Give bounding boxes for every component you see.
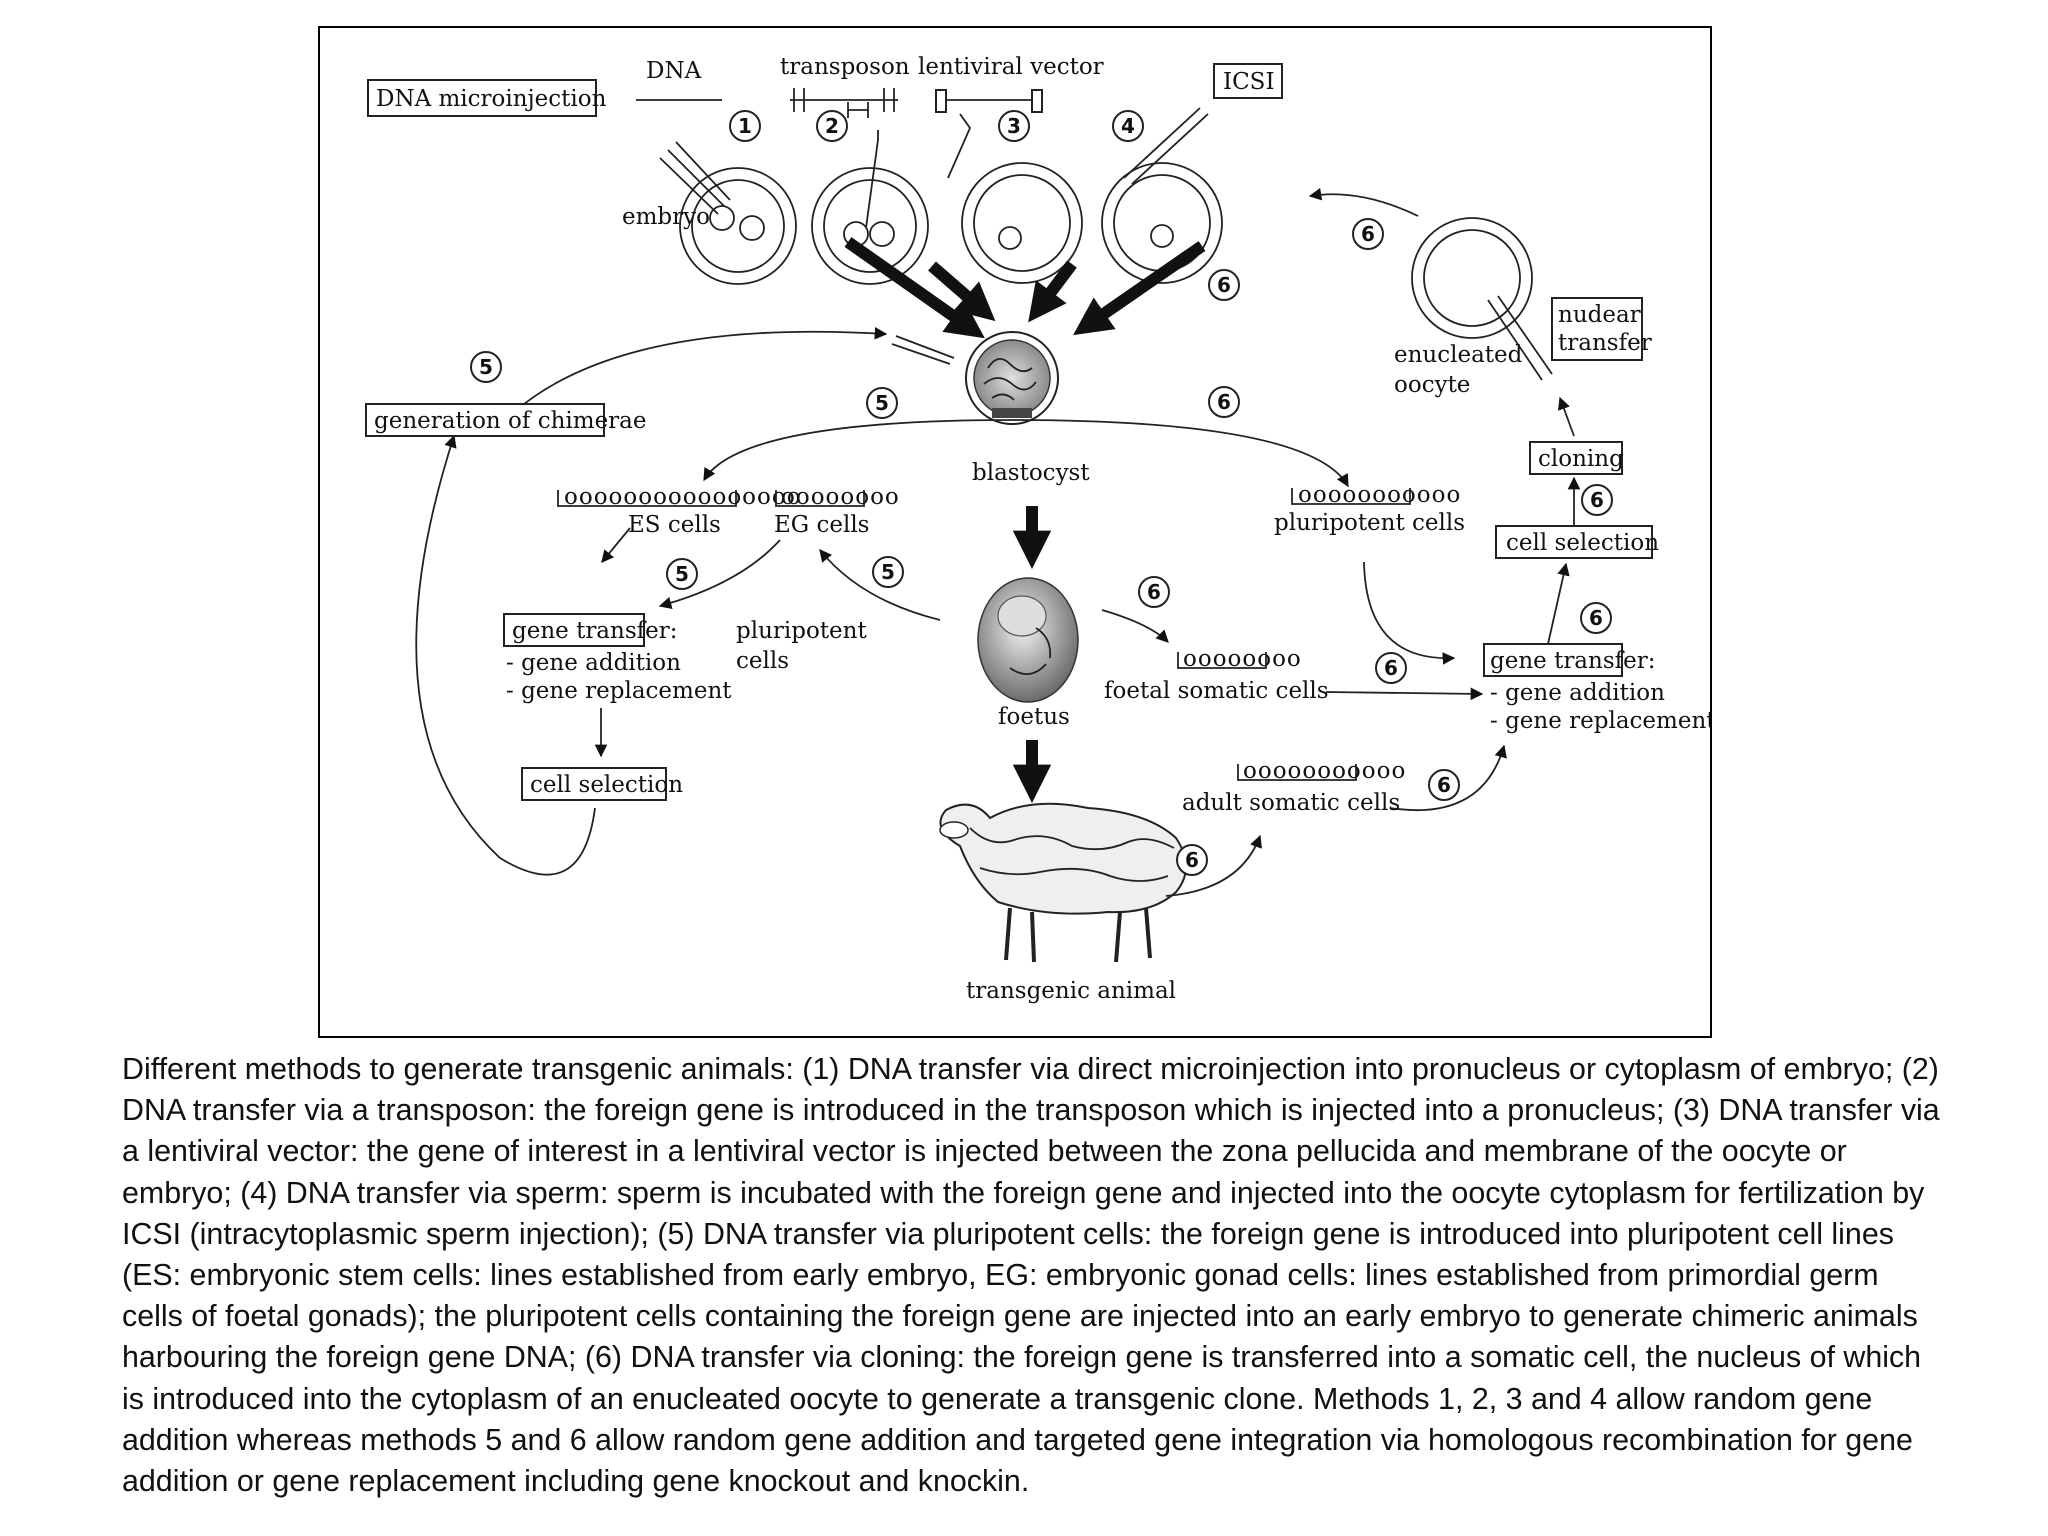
svg-text:5: 5 (675, 562, 689, 586)
svg-text:cell selection: cell selection (1506, 530, 1659, 556)
adult-somatic-cells-label: adult somatic cells (1182, 790, 1400, 816)
dna-microinjection-label: DNA microinjection (367, 79, 607, 117)
gene-transfer-left-label: gene transfer: - gene addition - gene re… (503, 613, 732, 704)
figure-caption: Different methods to generate transgenic… (122, 1052, 1940, 1499)
method-badge-5-eg: 5 (872, 556, 904, 588)
flow-arrows (415, 187, 1581, 897)
svg-text:6: 6 (1217, 273, 1231, 297)
svg-text:gene transfer:: gene transfer: (1490, 648, 1656, 674)
method-badge-6-top: 6 (1352, 218, 1384, 250)
adult-somatic-dish: ooooooooooo (1237, 758, 1406, 784)
svg-text:6: 6 (1361, 222, 1375, 246)
sheep-image (939, 802, 1187, 963)
svg-text:oooooooo: oooooooo (1183, 646, 1302, 672)
injection-pipettes (659, 102, 1553, 381)
generation-of-chimerae-label: generation of chimerae (365, 403, 647, 437)
icsi-label: ICSI (1213, 63, 1283, 99)
oocyte-label: oocyte (1394, 372, 1470, 398)
svg-text:- gene replacement: - gene replacement (506, 678, 732, 704)
es-cells-label: ES cells (628, 512, 721, 538)
embryo-2 (811, 167, 929, 285)
cloning-label: cloning (1529, 441, 1624, 475)
method-badge-5-chimerae: 5 (470, 351, 502, 383)
method-badge-1: 1 (729, 110, 761, 142)
method-badge-5-es: 5 (666, 558, 698, 590)
blastocyst-label: blastocyst (972, 460, 1090, 486)
svg-text:- gene addition: - gene addition (1490, 680, 1665, 706)
method-badge-6-selection: 6 (1580, 602, 1612, 634)
svg-text:ICSI: ICSI (1223, 69, 1275, 95)
transgenic-animal-label: transgenic animal (966, 978, 1176, 1004)
foetal-somatic-cells-label: foetal somatic cells (1104, 678, 1329, 704)
svg-text:5: 5 (479, 355, 493, 379)
svg-text:6: 6 (1185, 848, 1199, 872)
transposon-label: transposon (780, 54, 910, 80)
svg-text:oooooooooooooooo: oooooooooooooooo (564, 484, 802, 510)
svg-text:oooooooo: oooooooo (781, 484, 900, 510)
pluripotent-left-label-2: cells (736, 648, 789, 674)
enucleated-oocyte (1411, 217, 1533, 339)
foetus-image (977, 577, 1079, 703)
embryo-1 (679, 167, 797, 285)
svg-text:- gene addition: - gene addition (506, 650, 681, 676)
thick-arrows-to-blastocyst (844, 237, 1206, 804)
foetus-label: foetus (998, 704, 1070, 730)
diagram-canvas: oooooooooooooooo oooooooo ooooooooooo oo… (365, 54, 1710, 1004)
svg-text:2: 2 (825, 114, 839, 138)
svg-text:ooooooooooo: ooooooooooo (1243, 758, 1406, 784)
svg-text:6: 6 (1147, 580, 1161, 604)
oocyte-clone (1101, 162, 1223, 284)
pluripotent-cells-right-label: pluripotent cells (1274, 510, 1465, 536)
cell-selection-left-label: cell selection (521, 767, 683, 801)
svg-text:- gene replacement: - gene replacement (1490, 708, 1710, 734)
blastocyst-image (965, 331, 1059, 425)
svg-text:6: 6 (1437, 773, 1451, 797)
pluripotent-left-label: pluripotent (736, 618, 867, 644)
svg-text:generation of chimerae: generation of chimerae (374, 408, 647, 434)
method-badge-3: 3 (998, 110, 1030, 142)
method-badge-6-adult: 6 (1428, 769, 1460, 801)
lentiviral-construct-icon (935, 89, 1043, 113)
svg-text:5: 5 (875, 391, 889, 415)
oocyte-icsi (961, 162, 1083, 284)
embryo-label: embryo (622, 204, 710, 230)
gene-transfer-right-label: gene transfer: - gene addition - gene re… (1483, 643, 1710, 734)
svg-text:4: 4 (1121, 114, 1135, 138)
svg-text:6: 6 (1589, 606, 1603, 630)
svg-text:DNA microinjection: DNA microinjection (376, 86, 607, 112)
svg-text:1: 1 (738, 114, 752, 138)
method-badge-6-foetus: 6 (1138, 576, 1170, 608)
es-cells-dish: oooooooooooooooo (557, 484, 802, 510)
svg-text:nudear: nudear (1558, 302, 1641, 328)
method-badge-6-animal: 6 (1176, 844, 1208, 876)
method-badge-6-cloning: 6 (1581, 484, 1613, 516)
svg-text:cloning: cloning (1538, 446, 1624, 472)
eg-cells-label: EG cells (774, 512, 869, 538)
dna-label: DNA (646, 58, 702, 84)
method-badge-5-blastocyst: 5 (866, 387, 898, 419)
svg-text:cell selection: cell selection (530, 772, 683, 798)
enucleated-label: enucleated (1394, 342, 1523, 368)
pluripotent-cells-dish: ooooooooooo (1291, 482, 1461, 508)
svg-text:transfer: transfer (1558, 330, 1652, 356)
svg-text:6: 6 (1217, 390, 1231, 414)
cell-selection-right-label: cell selection (1495, 525, 1659, 559)
method-badge-2: 2 (816, 110, 848, 142)
method-badge-6-arrow: 6 (1208, 269, 1240, 301)
svg-text:6: 6 (1384, 656, 1398, 680)
method-badge-4: 4 (1112, 110, 1144, 142)
svg-text:6: 6 (1590, 488, 1604, 512)
transposon-construct-icon (790, 88, 898, 112)
eg-cells-dish: oooooooo (775, 484, 900, 510)
nuclear-transfer-label: nudear transfer (1551, 297, 1652, 361)
transgenic-methods-diagram: oooooooooooooooo oooooooo ooooooooooo oo… (318, 26, 1712, 1038)
lentiviral-vector-label: lentiviral vector (918, 54, 1104, 80)
foetal-somatic-dish: oooooooo (1177, 646, 1302, 672)
method-badge-6-blastocyst: 6 (1208, 386, 1240, 418)
svg-text:3: 3 (1007, 114, 1021, 138)
svg-text:5: 5 (881, 560, 895, 584)
svg-text:gene transfer:: gene transfer: (512, 618, 678, 644)
svg-text:ooooooooooo: ooooooooooo (1298, 482, 1461, 508)
method-badge-6-pluripotent: 6 (1375, 652, 1407, 684)
